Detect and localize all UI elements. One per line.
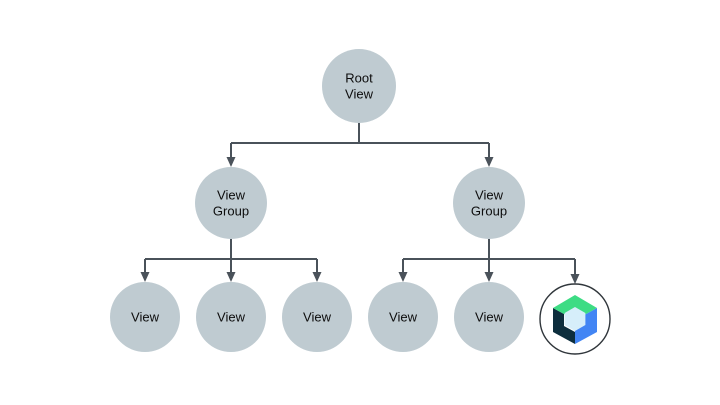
node-view-2-label: View bbox=[217, 309, 246, 324]
arrowhead-viewgroup-left bbox=[226, 157, 236, 167]
node-viewgroup-left[interactable]: View Group bbox=[195, 167, 267, 239]
node-root-view[interactable]: Root View bbox=[322, 49, 396, 123]
node-view-1-circle[interactable] bbox=[110, 282, 180, 352]
compose-logo-center-hexagon bbox=[564, 307, 586, 331]
connector-group-right-subtree bbox=[398, 239, 580, 284]
connector-group-level-0 bbox=[226, 123, 494, 167]
arrowhead-view-3 bbox=[312, 272, 322, 282]
node-view-4[interactable]: View bbox=[368, 282, 438, 352]
node-viewgroup-right-label: View bbox=[475, 187, 504, 202]
node-viewgroup-left-label-line2: Group bbox=[213, 203, 249, 218]
node-view-5[interactable]: View bbox=[454, 282, 524, 352]
node-compose[interactable] bbox=[539, 283, 611, 355]
arrowhead-view-1 bbox=[140, 272, 150, 282]
arrowhead-compose bbox=[570, 274, 580, 284]
node-view-1[interactable]: View bbox=[110, 282, 180, 352]
arrowhead-view-4 bbox=[398, 272, 408, 282]
node-view-2-circle[interactable] bbox=[196, 282, 266, 352]
node-viewgroup-left-circle[interactable] bbox=[195, 167, 267, 239]
node-viewgroup-right[interactable]: View Group bbox=[453, 167, 525, 239]
connector-group-left-subtree bbox=[140, 239, 322, 282]
node-view-1-label: View bbox=[131, 309, 160, 324]
node-root-view-label: Root bbox=[345, 70, 373, 85]
arrowhead-view-5 bbox=[484, 272, 494, 282]
node-viewgroup-left-label: View bbox=[217, 187, 246, 202]
arrowhead-viewgroup-right bbox=[484, 157, 494, 167]
node-root-view-circle[interactable] bbox=[322, 49, 396, 123]
node-viewgroup-right-label-line2: Group bbox=[471, 203, 507, 218]
jetpack-compose-logo-icon bbox=[553, 295, 597, 344]
node-view-3-label: View bbox=[303, 309, 332, 324]
node-view-3[interactable]: View bbox=[282, 282, 352, 352]
node-view-4-label: View bbox=[389, 309, 418, 324]
node-view-4-circle[interactable] bbox=[368, 282, 438, 352]
arrowhead-view-2 bbox=[226, 272, 236, 282]
node-view-5-circle[interactable] bbox=[454, 282, 524, 352]
node-viewgroup-right-circle[interactable] bbox=[453, 167, 525, 239]
node-view-5-label: View bbox=[475, 309, 504, 324]
node-root-view-label-line2: View bbox=[345, 86, 374, 101]
node-view-2[interactable]: View bbox=[196, 282, 266, 352]
node-view-3-circle[interactable] bbox=[282, 282, 352, 352]
